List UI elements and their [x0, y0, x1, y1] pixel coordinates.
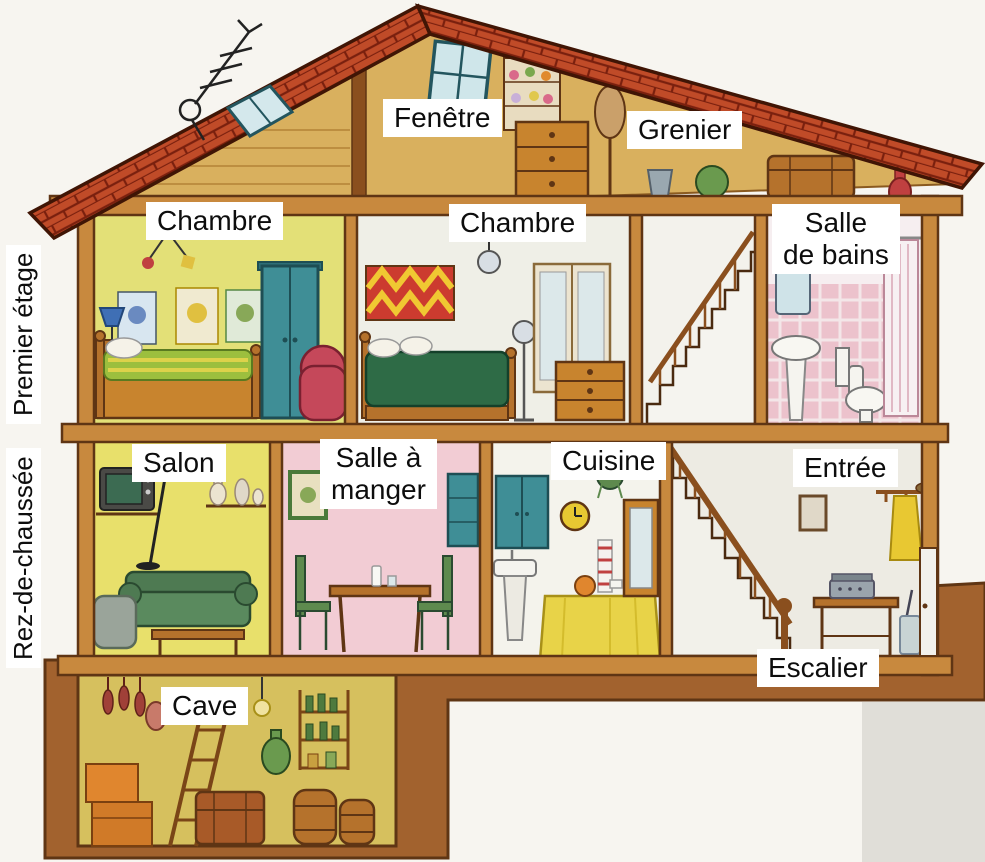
- bed-double: [359, 331, 517, 421]
- attic-sack: [695, 165, 729, 199]
- roof: [27, 3, 985, 241]
- zigzag-wall-hanging: [365, 265, 455, 321]
- sink: [771, 335, 821, 421]
- room-label-salle-a-manger: Salle à manger: [320, 439, 437, 510]
- cellar-lightbulb-icon: [253, 677, 271, 717]
- room-label-salon: Salon: [132, 444, 226, 483]
- attic-dresser: [514, 120, 590, 200]
- floor-label-rez-de-chaussee: Rez-de-chaussée: [6, 448, 41, 668]
- room-label-chambre-center: Chambre: [449, 204, 587, 243]
- barrels: [292, 788, 376, 846]
- bed-single: [94, 330, 262, 420]
- balusters-lower: [678, 464, 772, 618]
- bottle-shelf: [298, 690, 350, 770]
- attic-beam: [351, 65, 367, 198]
- room-chambre-left: [94, 215, 348, 424]
- room-chambre-center: [357, 215, 630, 424]
- cup: [609, 579, 623, 589]
- tv-antenna-icon: [178, 19, 263, 141]
- room-label-fenetre: Fenêtre: [383, 99, 502, 138]
- partition: [268, 440, 284, 659]
- room-label-cuisine: Cuisine: [551, 442, 667, 481]
- bathroom-mirror: [775, 267, 811, 315]
- attic-planks: [152, 129, 350, 185]
- teapot: [574, 575, 596, 597]
- partition: [343, 213, 359, 427]
- room-label-chambre-left: Chambre: [146, 202, 284, 241]
- storage-boxes: [85, 763, 153, 847]
- paper-shadow: [862, 702, 985, 862]
- dresser: [554, 360, 626, 422]
- roof-right-slope: [414, 3, 985, 190]
- typewriter: [829, 579, 875, 599]
- armchair-grey: [92, 594, 138, 650]
- room-label-salle-de-bains: Salle de bains: [772, 204, 900, 275]
- slab-middle: [60, 422, 950, 444]
- room-entree: [665, 442, 935, 658]
- partition: [478, 440, 494, 659]
- coffee-table: [151, 629, 245, 656]
- room-label-cave: Cave: [161, 687, 249, 726]
- hall-picture: [798, 494, 828, 532]
- hanging-sausages: [102, 677, 167, 731]
- staircase-upper: [642, 215, 757, 426]
- room-label-escalier: Escalier: [757, 649, 879, 688]
- toilet: [835, 347, 887, 423]
- room-label-grenier: Grenier: [627, 111, 743, 150]
- room-label-entree: Entrée: [793, 449, 898, 488]
- demijohn: [261, 729, 291, 775]
- balusters-upper: [658, 258, 737, 385]
- partition: [628, 213, 644, 427]
- sideboard-teal: [446, 472, 480, 548]
- kitchen-cupboard-teal: [494, 474, 550, 550]
- hall-table: [812, 573, 900, 655]
- dining-chair-left: [295, 555, 331, 650]
- sofa-green: [118, 570, 258, 628]
- armchair-red: [298, 344, 348, 422]
- trunk: [194, 790, 266, 846]
- striped-towel: [597, 539, 613, 593]
- dining-chair-right: [417, 555, 453, 650]
- slab-ground: [56, 654, 954, 677]
- yellow-coat: [888, 495, 924, 561]
- floor-ball-lamp: [512, 320, 536, 422]
- kitchen-sink: [493, 550, 537, 641]
- attic-bucket: [646, 169, 674, 197]
- attic-trunk: [766, 154, 856, 200]
- floor-label-premier-etage: Premier étage: [6, 244, 41, 424]
- front-door: [919, 547, 938, 657]
- partition: [753, 213, 769, 427]
- skylight: [225, 84, 295, 138]
- mirror-cabinet: [622, 498, 660, 598]
- posters: [117, 287, 265, 345]
- wall-clock: [559, 500, 591, 532]
